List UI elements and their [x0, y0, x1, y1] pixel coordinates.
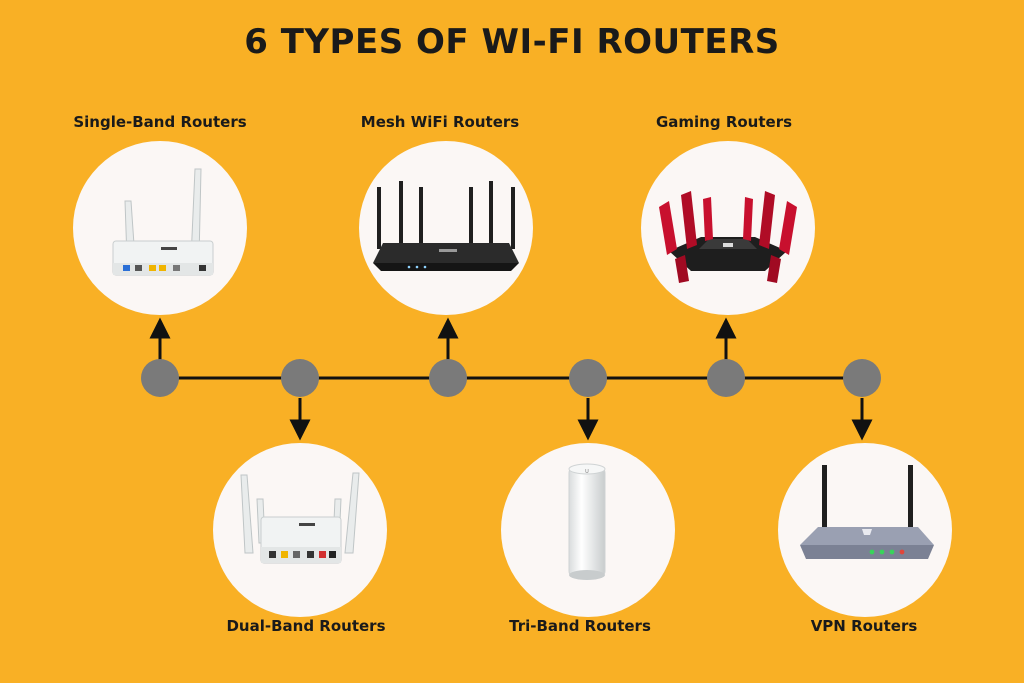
router-image-vpn [778, 443, 952, 617]
router-image-tri-band: U [501, 443, 675, 617]
svg-text:U: U [585, 469, 589, 475]
router-label-single-band: Single-Band Routers [73, 113, 247, 131]
router-image-gaming [641, 141, 815, 315]
single-band-router-icon [112, 168, 214, 276]
timeline-node-5 [707, 359, 745, 397]
router-label-mesh: Mesh WiFi Routers [360, 113, 520, 131]
timeline-node-1 [141, 359, 179, 397]
dual-band-router-icon [240, 472, 360, 564]
router-label-dual-band: Dual-Band Routers [226, 617, 386, 635]
router-image-single-band [73, 141, 247, 315]
timeline-node-4 [569, 359, 607, 397]
timeline-node-2 [281, 359, 319, 397]
router-label-tri-band: Tri-Band Routers [509, 617, 651, 635]
gaming-router-icon [659, 191, 797, 283]
timeline-node-6 [843, 359, 881, 397]
router-image-dual-band [213, 443, 387, 617]
router-label-vpn: VPN Routers [810, 617, 918, 635]
vpn-router-icon [800, 465, 934, 559]
router-label-gaming: Gaming Routers [655, 113, 793, 131]
tri-band-router-icon: U [568, 463, 606, 580]
router-image-mesh [359, 141, 533, 315]
timeline-node-3 [429, 359, 467, 397]
page-title: 6 TYPES OF WI-FI ROUTERS [244, 22, 780, 62]
mesh-router-icon [373, 181, 519, 271]
